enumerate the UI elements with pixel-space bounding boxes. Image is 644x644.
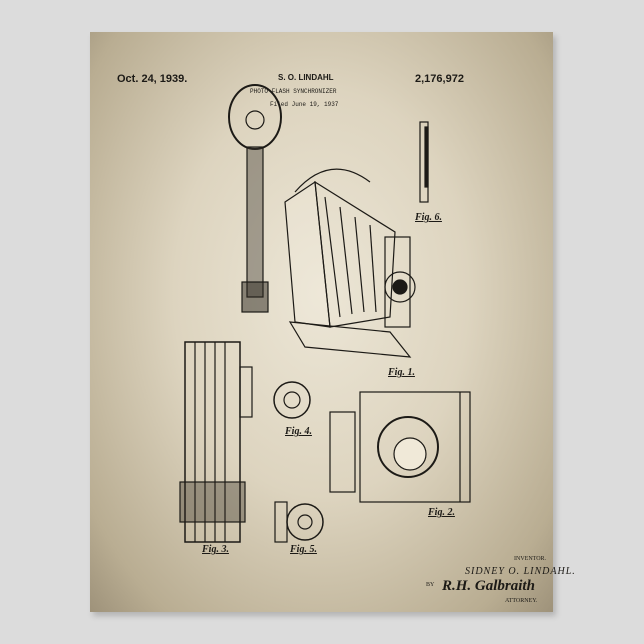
flash-handle [247,147,263,297]
flash-base [242,282,268,312]
flash-reflector [229,85,281,149]
fig-2-label: Fig. 2. [428,507,455,518]
camera-body [285,182,330,327]
by-label: BY [426,582,434,589]
fig-5-label: Fig. 5. [290,544,317,555]
attorney-signature: R.H. Galbraith [442,578,535,595]
patent-drawing [90,32,553,612]
inventor-name: SIDNEY O. LINDAHL. [465,566,576,577]
flash-bulb [246,111,264,129]
attorney-label: ATTORNEY. [505,598,537,605]
fig-4-drawing [274,382,310,418]
patent-poster: Oct. 24, 1939. S. O. LINDAHL 2,176,972 P… [90,32,553,612]
inventor-label: INVENTOR. [514,556,546,563]
fig-4-label: Fig. 4. [285,426,312,437]
fig-5-drawing [287,504,323,540]
fig-3-label: Fig. 3. [202,544,229,555]
fig-1-label: Fig. 1. [388,367,415,378]
fig-6-label: Fig. 6. [415,212,442,223]
